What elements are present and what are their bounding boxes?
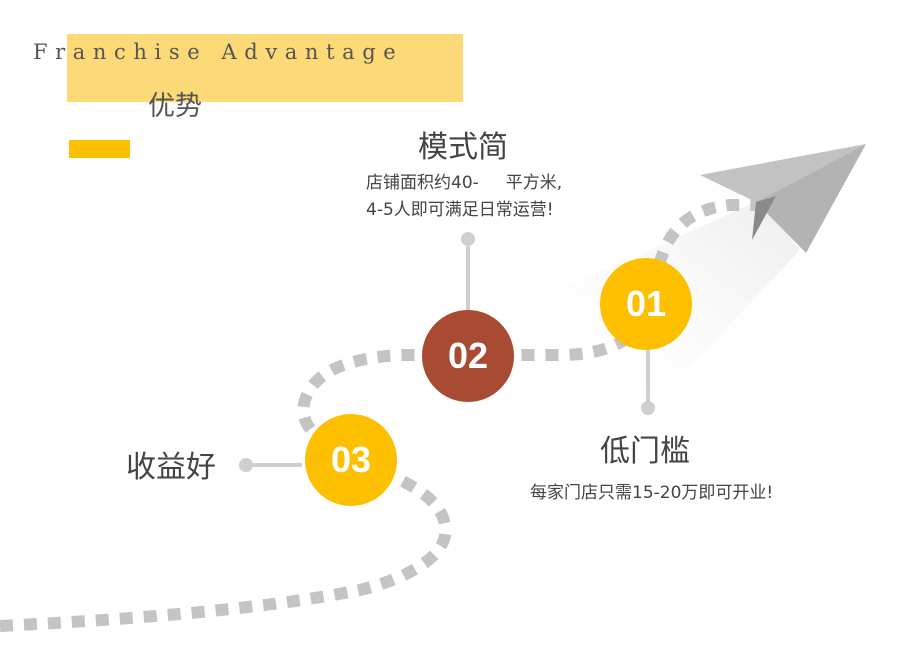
step-02-desc-line1: 店铺面积约40- 平方米,	[366, 173, 563, 193]
step-01-badge: 01	[600, 258, 692, 350]
chinese-title: 优势	[148, 91, 202, 122]
step-01-title: 低门槛	[600, 434, 690, 469]
step-01-desc: 每家门店只需15-20万即可开业!	[530, 483, 774, 503]
step-02-title: 模式简	[418, 130, 508, 165]
step-02-desc-line2: 4-5人即可满足日常运营!	[366, 200, 554, 220]
stem-dot-02	[461, 232, 475, 246]
step-03-title: 收益好	[126, 450, 216, 485]
accent-bar	[69, 140, 130, 158]
title-highlight	[67, 34, 463, 102]
stem-dot-03	[239, 458, 253, 472]
english-title: Franchise Advantage	[33, 40, 404, 64]
paper-plane-icon	[700, 144, 866, 253]
step-03-badge: 03	[305, 414, 397, 506]
step-02-badge: 02	[422, 310, 514, 402]
stem-dot-01	[641, 401, 655, 415]
